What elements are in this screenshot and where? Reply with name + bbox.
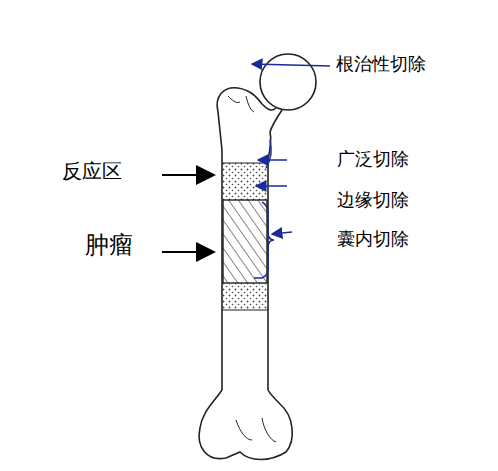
zone-boundary <box>222 309 268 310</box>
label-text: 边缘切除 <box>337 190 409 210</box>
label-text: 根治性切除 <box>336 54 426 74</box>
pointer-arrows <box>162 175 214 252</box>
tumor-region <box>223 200 267 283</box>
zone-boundary <box>222 162 268 163</box>
label-text: 囊内切除 <box>337 229 409 249</box>
label-text: 广泛切除 <box>337 149 409 169</box>
femur-outline <box>199 54 316 460</box>
reactive-zone <box>223 163 267 200</box>
label-text: 反应区 <box>62 160 122 182</box>
reactive-zone <box>223 283 267 310</box>
excision-lines <box>252 64 330 278</box>
label-text: 肿瘤 <box>85 232 133 258</box>
